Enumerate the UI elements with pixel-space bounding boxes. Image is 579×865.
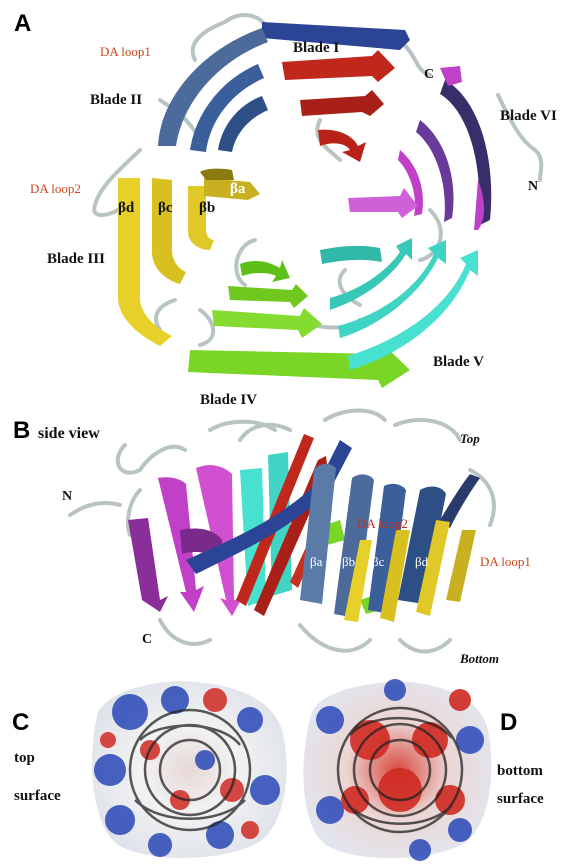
blade-i <box>282 50 395 162</box>
label-da-loop1: DA loop1 <box>100 44 151 59</box>
blade-ii-iii-side <box>300 464 480 622</box>
label-blade-ii: Blade II <box>90 92 142 108</box>
panel-a-letter: A <box>14 10 31 37</box>
label-blade-i: Blade I <box>293 40 339 56</box>
panel-c-caption-line1: top <box>14 750 35 766</box>
panel-c-caption-line2: surface <box>14 788 61 804</box>
label-b-strand-c: βc <box>372 554 385 569</box>
panel-c-surface <box>92 681 287 858</box>
label-strand-d: βd <box>118 200 135 216</box>
label-b-strand-a: βa <box>310 554 323 569</box>
label-b-c-terminus: C <box>142 632 152 647</box>
blade-vi-side <box>128 465 242 616</box>
panel-d-caption-line1: bottom <box>497 763 543 779</box>
panel-d-letter: D <box>500 709 517 736</box>
label-da-loop2: DA loop2 <box>30 181 81 196</box>
label-b-da-loop1: DA loop1 <box>480 554 531 569</box>
panel-c-letter: C <box>12 709 29 736</box>
label-strand-b: βb <box>199 200 215 216</box>
panel-b-caption: side view <box>38 425 100 442</box>
label-strand-a: βa <box>230 181 246 197</box>
panel-b: B side view Top Bottom N C DA loop1 DA l… <box>13 411 531 666</box>
label-b-n-terminus: N <box>62 489 72 504</box>
blade-ii <box>158 28 268 152</box>
panel-d-surface <box>303 679 491 861</box>
label-n-terminus: N <box>528 179 538 194</box>
label-blade-iv: Blade IV <box>200 392 257 408</box>
panel-a: A Blade I DA loop1 Blade II DA loop2 Bla… <box>14 10 557 408</box>
label-b-strand-d: βd <box>415 554 429 569</box>
label-blade-v: Blade V <box>433 354 484 370</box>
panel-d-caption-line2: surface <box>497 791 544 807</box>
label-strand-c: βc <box>158 200 173 216</box>
label-blade-vi: Blade VI <box>500 108 557 124</box>
blade-vi <box>348 66 491 230</box>
panel-b-letter: B <box>13 417 30 444</box>
label-top: Top <box>460 431 480 446</box>
label-b-da-loop2: DA loop2 <box>357 516 408 531</box>
blade-v <box>320 238 478 370</box>
label-c-terminus: C <box>424 67 434 82</box>
label-blade-iii: Blade III <box>47 251 105 267</box>
label-bottom: Bottom <box>459 651 499 666</box>
label-b-strand-b: βb <box>342 554 355 569</box>
